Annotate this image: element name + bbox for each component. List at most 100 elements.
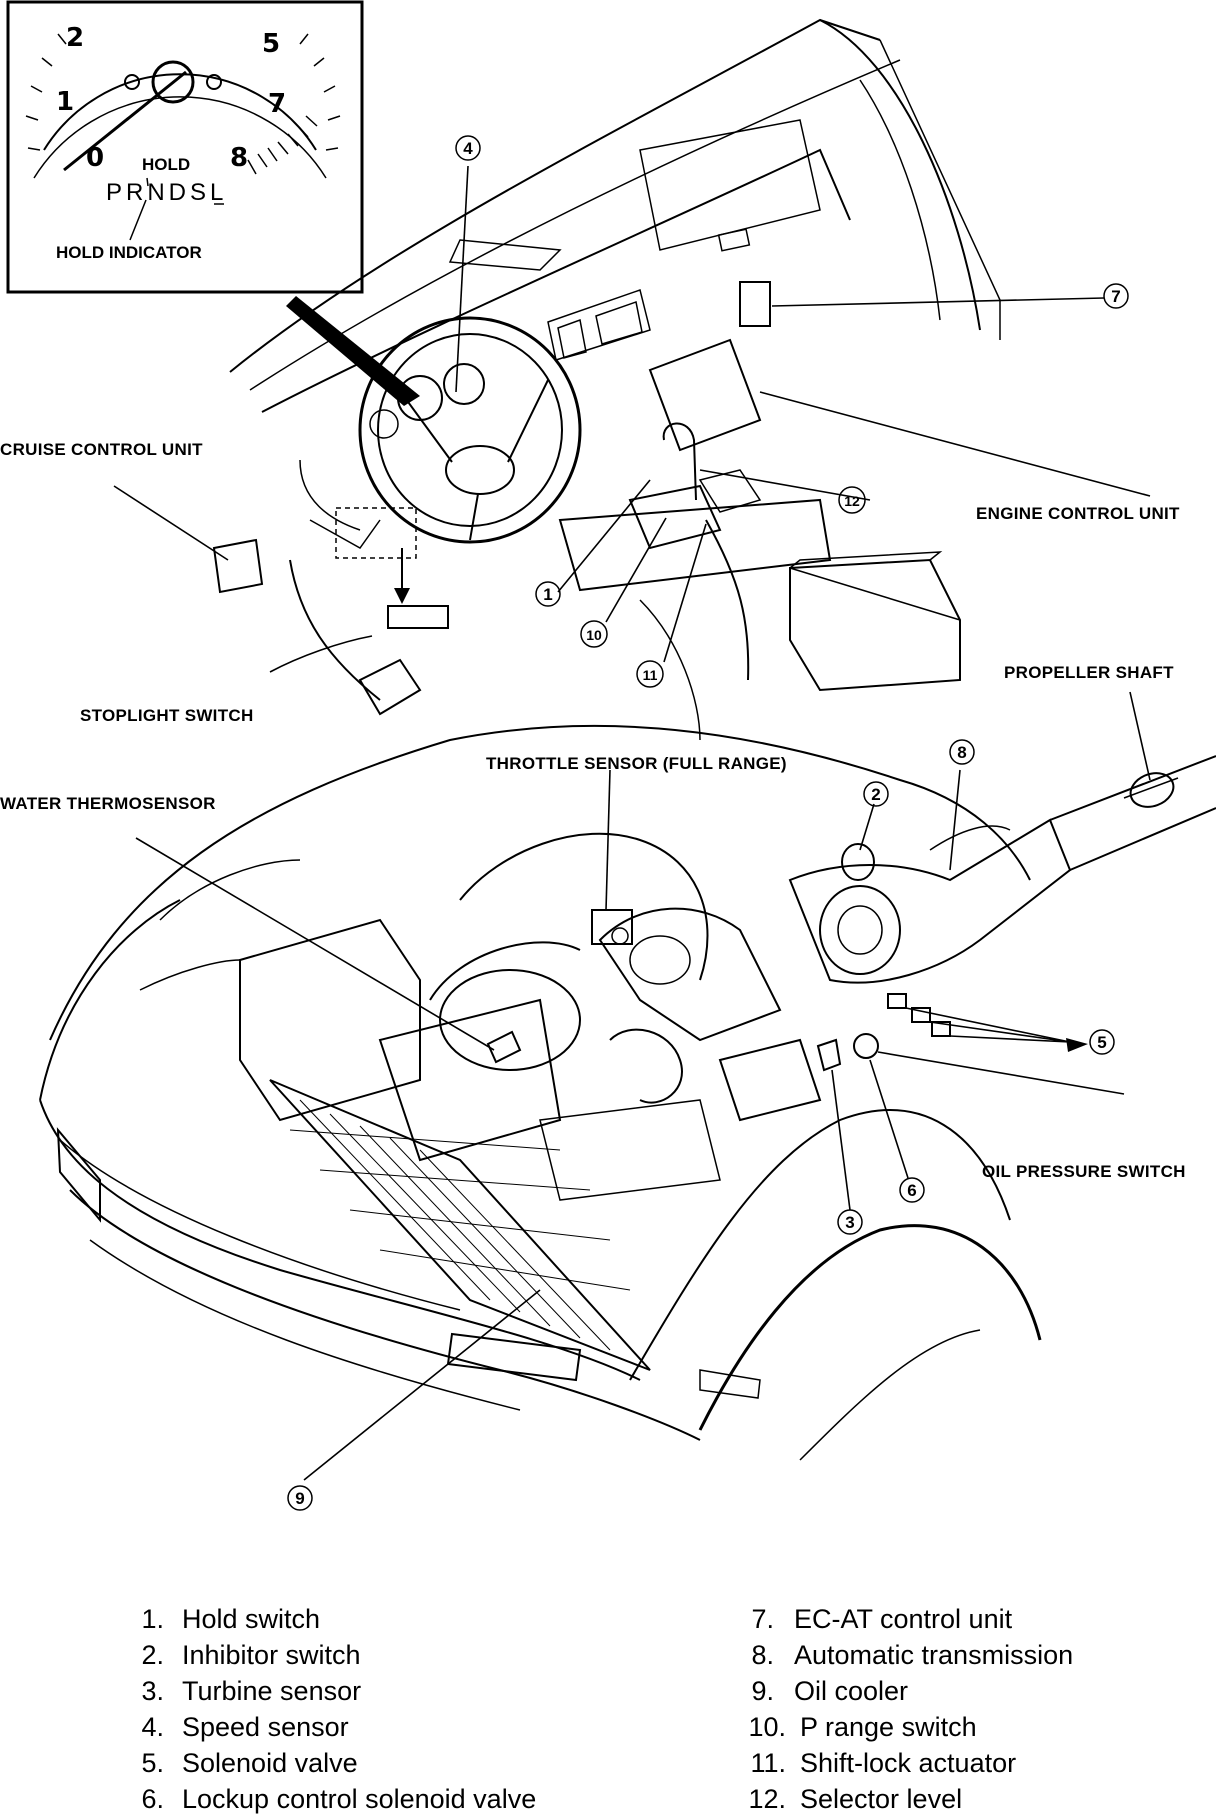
- svg-text:10.: 10.: [748, 1712, 786, 1742]
- svg-text:Hold switch: Hold switch: [182, 1604, 320, 1634]
- inhibitor-switch-shape: [841, 843, 875, 881]
- svg-text:7.: 7.: [751, 1604, 774, 1634]
- svg-text:Automatic transmission: Automatic transmission: [794, 1640, 1073, 1670]
- svg-text:1: 1: [543, 585, 552, 604]
- legend-item: 7. EC-AT control unit: [751, 1604, 1012, 1634]
- cruise-control-unit-shape: [212, 538, 264, 594]
- label-oil-pressure-switch: OIL PRESSURE SWITCH: [982, 1162, 1186, 1181]
- gauge-number-2: 2: [66, 23, 84, 53]
- legend-item: 3. Turbine sensor: [141, 1676, 361, 1706]
- brake-pedal: [358, 658, 422, 716]
- callout-4: 4: [455, 135, 481, 161]
- callout-8: 8: [949, 739, 975, 765]
- svg-text:Oil cooler: Oil cooler: [794, 1676, 908, 1706]
- svg-text:8: 8: [957, 743, 966, 762]
- indicator-lamp-icon: [124, 74, 140, 90]
- intake-manifold: [459, 832, 709, 981]
- legend-item: 4. Speed sensor: [141, 1712, 348, 1742]
- label-stoplight-switch: STOPLIGHT SWITCH: [80, 706, 254, 725]
- label-propeller-shaft: PROPELLER SHAFT: [1004, 663, 1174, 682]
- engine-bay-illustration: [39, 724, 1216, 1461]
- solenoid-valve-shape: [887, 993, 907, 1009]
- callout-9: 9: [287, 1485, 313, 1511]
- svg-text:P range switch: P range switch: [800, 1712, 977, 1742]
- gauge-ticks: [25, 33, 341, 175]
- throttle-sensor-shape: [591, 909, 633, 945]
- callout-7: 7: [1103, 283, 1129, 309]
- air-filter-box: [239, 918, 421, 1122]
- svg-text:6: 6: [907, 1181, 916, 1200]
- svg-text:11: 11: [643, 667, 658, 683]
- legend-item: 5. Solenoid valve: [141, 1748, 357, 1778]
- svg-text:Shift-lock actuator: Shift-lock actuator: [800, 1748, 1016, 1778]
- legend-item: 8. Automatic transmission: [751, 1640, 1073, 1670]
- gauge-inset: 2 5 1 7 0 8 HOLD PRNDSL HOLD INDICATOR: [6, 0, 364, 294]
- label-engine-control-unit: ENGINE CONTROL UNIT: [976, 504, 1180, 523]
- svg-text:3: 3: [845, 1213, 854, 1232]
- gauge-number-0: 0: [86, 143, 104, 173]
- leader-lines: [113, 165, 1151, 1481]
- gauge-needle: [63, 70, 187, 172]
- selector-lever: [662, 422, 697, 501]
- callout-11: 11: [636, 660, 664, 688]
- callout-3: 3: [837, 1209, 863, 1235]
- svg-text:EC-AT control unit: EC-AT control unit: [794, 1604, 1013, 1634]
- svg-text:9: 9: [295, 1489, 304, 1508]
- svg-text:Speed sensor: Speed sensor: [182, 1712, 349, 1742]
- gauge-hub: [151, 60, 195, 104]
- solenoid-valve-shape: [911, 1007, 931, 1023]
- gear-positions: PRNDSL: [106, 179, 227, 206]
- svg-text:4: 4: [463, 139, 473, 158]
- svg-text:9.: 9.: [751, 1676, 774, 1706]
- component-labels: CRUISE CONTROL UNIT ENGINE CONTROL UNIT …: [0, 440, 1186, 1181]
- propeller-shaft-shape: [1049, 755, 1216, 871]
- hold-indicator-label: HOLD INDICATOR: [56, 243, 202, 262]
- svg-text:8.: 8.: [751, 1640, 774, 1670]
- ec-at-control-unit-shape: [739, 281, 771, 327]
- gauge-arc: [43, 73, 317, 151]
- svg-text:11.: 11.: [750, 1748, 786, 1778]
- label-cruise-control-unit: CRUISE CONTROL UNIT: [0, 440, 203, 459]
- svg-text:Solenoid valve: Solenoid valve: [182, 1748, 358, 1778]
- svg-text:5: 5: [1097, 1033, 1106, 1052]
- callout-2: 2: [863, 781, 889, 807]
- svg-text:2: 2: [871, 785, 880, 804]
- legend-item: 10. P range switch: [748, 1712, 976, 1742]
- steering-wheel: [358, 316, 582, 544]
- svg-text:1.: 1.: [141, 1604, 164, 1634]
- solenoid-valve-shape: [931, 1021, 951, 1037]
- water-thermosensor-shape: [486, 1030, 522, 1064]
- callout-6: 6: [899, 1177, 925, 1203]
- console-box: [789, 558, 961, 692]
- turbine-sensor-shape: [816, 1038, 842, 1072]
- stoplight-switch-housing: [335, 507, 417, 559]
- callouts: 1 2 3 4 5 6 7 8: [287, 135, 1129, 1511]
- legend: 1. Hold switch 2. Inhibitor switch 3. Tu…: [141, 1604, 1073, 1814]
- legend-item: 1. Hold switch: [141, 1604, 320, 1634]
- svg-text:Inhibitor switch: Inhibitor switch: [182, 1640, 361, 1670]
- svg-text:Turbine sensor: Turbine sensor: [182, 1676, 361, 1706]
- inset-pointer-arrow: [286, 296, 420, 406]
- svg-text:3.: 3.: [141, 1676, 164, 1706]
- gauge-number-8: 8: [230, 143, 248, 173]
- hold-indicator-leader: [129, 199, 147, 241]
- callout-12: 12: [838, 486, 866, 514]
- svg-text:12.: 12.: [748, 1784, 786, 1814]
- legend-item: 11. Shift-lock actuator: [750, 1748, 1016, 1778]
- callout-5: 5: [1089, 1029, 1115, 1055]
- hold-label: HOLD: [142, 155, 190, 174]
- svg-text:7: 7: [1111, 287, 1120, 306]
- callout-10: 10: [580, 620, 608, 648]
- label-throttle-sensor: THROTTLE SENSOR (FULL RANGE): [486, 754, 787, 773]
- legend-item: 2. Inhibitor switch: [141, 1640, 360, 1670]
- indicator-lamp-icon: [206, 74, 222, 90]
- lockup-solenoid-shape: [853, 1033, 879, 1059]
- svg-text:12: 12: [844, 493, 860, 509]
- gauge-number-1: 1: [56, 87, 74, 117]
- oil-cooler-shape: [269, 1079, 651, 1371]
- svg-text:Lockup control solenoid valve: Lockup control solenoid valve: [182, 1784, 536, 1814]
- label-water-thermosensor: WATER THERMOSENSOR: [0, 794, 216, 813]
- gauge-number-7: 7: [268, 89, 286, 119]
- callout-1: 1: [535, 581, 561, 607]
